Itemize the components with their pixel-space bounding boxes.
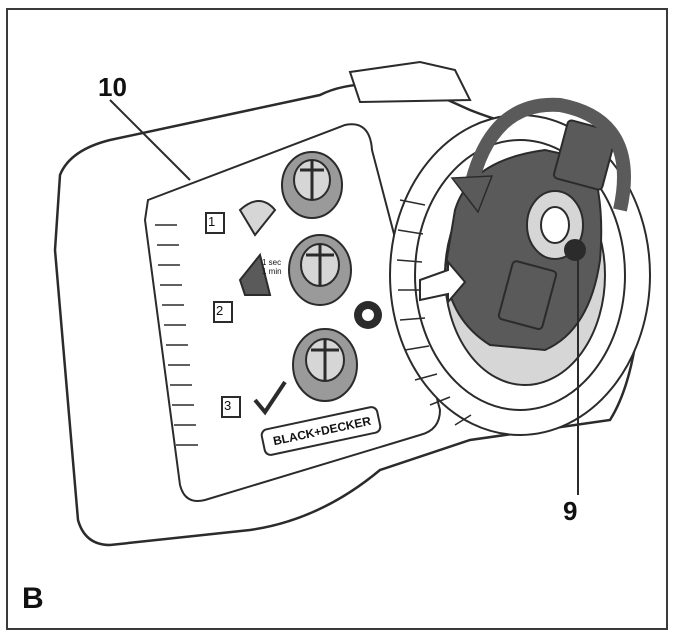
step-icons — [205, 200, 287, 418]
step-2-time-text: 1 sec 1 min — [262, 258, 282, 276]
leader-10 — [109, 99, 191, 181]
top-housing — [348, 60, 472, 104]
rotation-arrow — [463, 97, 631, 212]
side-vents — [155, 224, 198, 446]
figure-frame — [6, 8, 668, 630]
step-3-label: 3 — [224, 398, 232, 413]
ring-ribs — [396, 199, 472, 426]
figure-label: B — [22, 582, 44, 615]
step-2-label: 2 — [216, 303, 224, 318]
brand-plate — [260, 406, 382, 456]
knob-1 — [281, 151, 343, 219]
cap-tab-bottom — [497, 260, 558, 331]
insert-arrow — [419, 259, 467, 305]
step-1-label: 1 — [208, 214, 216, 229]
rotation-arrowhead — [450, 175, 494, 214]
center-hub — [526, 190, 586, 261]
cap-tab-top — [552, 119, 618, 191]
knob-3 — [292, 328, 358, 402]
callout-10: 10 — [98, 72, 127, 102]
callout-9: 9 — [563, 496, 578, 526]
knob-2 — [288, 234, 352, 306]
